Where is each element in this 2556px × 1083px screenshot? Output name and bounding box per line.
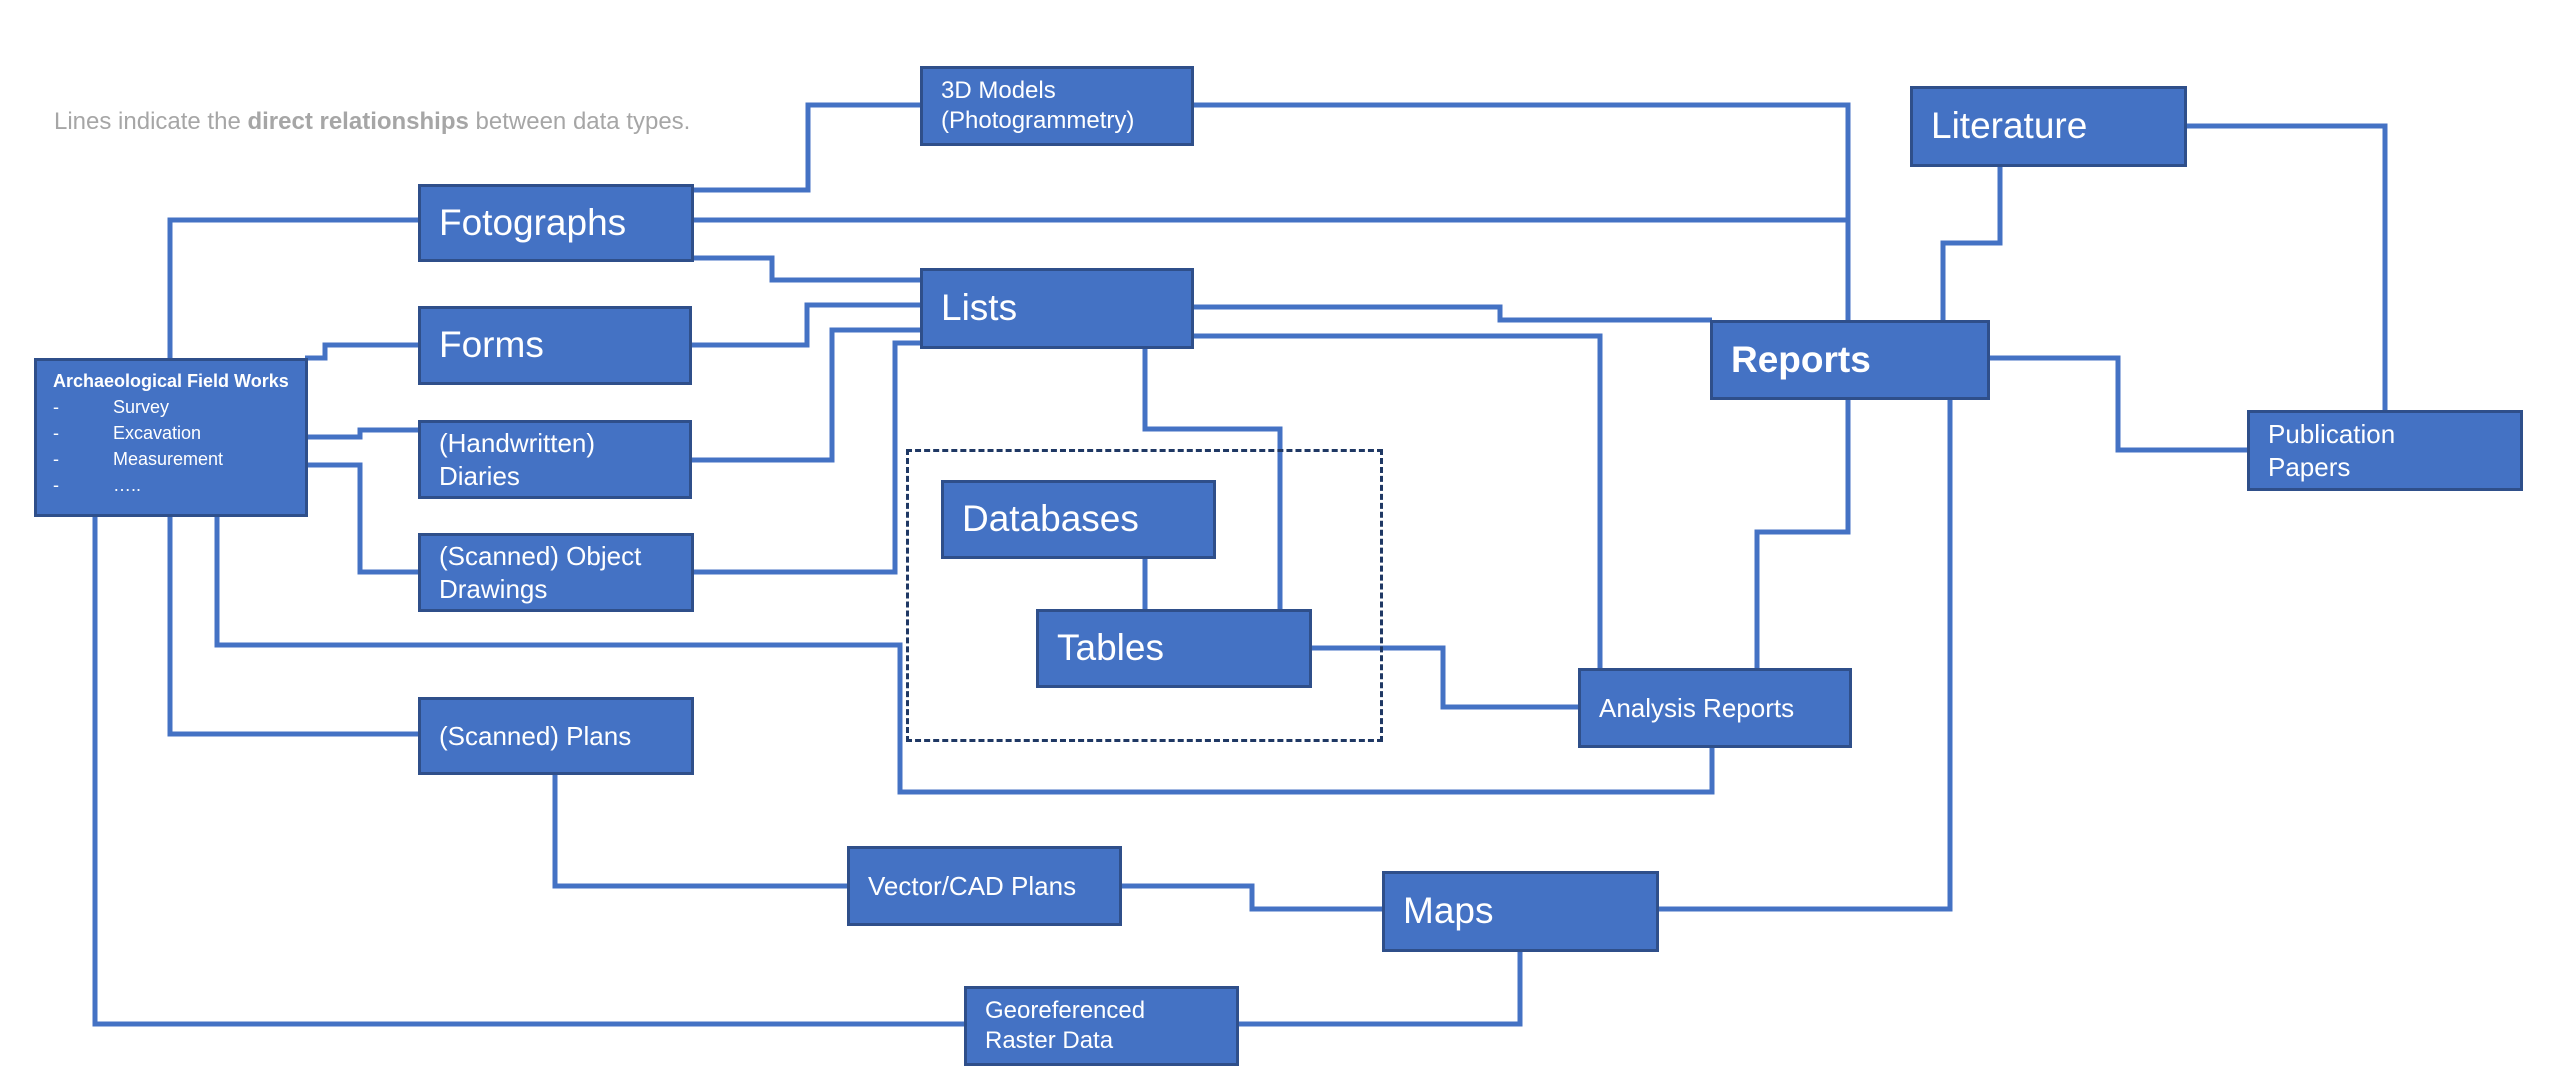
link-fieldworks-fotographs [167, 217, 420, 358]
analysis-reports-label: Analysis Reports [1599, 692, 1795, 723]
link-lists-analysis [1192, 333, 1603, 670]
legend-note: Lines indicate the direct relationships … [54, 108, 690, 136]
node-tables[interactable]: Tables [1036, 609, 1312, 688]
link-literature-reports [1940, 165, 2003, 322]
databases-label: Databases [962, 498, 1139, 540]
note-bold: direct relationships [247, 108, 469, 135]
node-literature[interactable]: Literature [1910, 86, 2187, 167]
link-3dmodels-reports [1192, 102, 1851, 322]
node-reports[interactable]: Reports [1710, 320, 1990, 400]
georeferenced-label: Georeferenced Raster Data [985, 997, 1146, 1054]
node-lists[interactable]: Lists [920, 268, 1194, 349]
link-maps-georeferenced [1237, 950, 1523, 1027]
link-fieldworks-diaries [305, 427, 420, 440]
diaries-label: (Handwritten) Diaries [439, 428, 596, 491]
node-3d-models[interactable]: 3D Models (Photogrammetry) [920, 66, 1194, 146]
database-group-frame [906, 449, 1383, 742]
link-fieldworks-forms [305, 342, 420, 361]
link-lists-tables [1142, 347, 1283, 611]
link-reports-publication [1988, 355, 2249, 453]
field-works-item: ….. [113, 475, 142, 496]
field-works-item: Excavation [113, 423, 202, 444]
node-object-drawings[interactable]: (Scanned) Object Drawings [418, 533, 694, 612]
node-publication[interactable]: Publication Papers [2247, 410, 2523, 491]
link-fieldworks-scannedplans [167, 515, 420, 737]
field-works-title: Archaeological Field Works [53, 371, 289, 391]
fotographs-label: Fotographs [439, 201, 627, 243]
literature-label: Literature [1931, 105, 2088, 147]
link-analysis-reports [1754, 398, 1851, 670]
link-fieldworks-objectdrawings [305, 462, 420, 575]
vector-cad-label: Vector/CAD Plans [868, 870, 1077, 901]
object-drawings-label: (Scanned) Object Drawings [439, 541, 642, 604]
node-maps[interactable]: Maps [1382, 871, 1659, 952]
publication-label: Publication Papers [2268, 419, 2396, 482]
3d-models-label: 3D Models (Photogrammetry) [941, 77, 1135, 134]
link-fieldworks-analysis [214, 515, 1715, 795]
note-prefix: Lines indicate the [54, 108, 241, 135]
node-vector-cad[interactable]: Vector/CAD Plans [847, 846, 1122, 926]
link-scannedplans-vectorcad [552, 773, 850, 889]
note-suffix: between data types. [475, 108, 691, 135]
link-maps-reports [1657, 398, 1953, 912]
link-literature-publication [2185, 123, 2388, 412]
link-lists-reports [1192, 304, 1712, 323]
node-georeferenced[interactable]: Georeferenced Raster Data [964, 986, 1239, 1066]
link-vectorcad-maps [1120, 883, 1384, 912]
node-field-works[interactable]: Archaeological Field Works -Survey -Exca… [34, 358, 308, 517]
link-fotographs-lists [692, 255, 922, 283]
lists-label: Lists [941, 287, 1018, 329]
node-databases[interactable]: Databases [941, 480, 1216, 559]
link-diaries-lists [690, 327, 922, 463]
node-analysis-reports[interactable]: Analysis Reports [1578, 668, 1852, 748]
tables-label: Tables [1057, 627, 1164, 669]
scanned-plans-label: (Scanned) Plans [439, 720, 632, 751]
node-fotographs[interactable]: Fotographs [418, 184, 694, 262]
node-forms[interactable]: Forms [418, 306, 692, 385]
node-scanned-plans[interactable]: (Scanned) Plans [418, 697, 694, 775]
forms-label: Forms [439, 324, 544, 366]
link-fieldworks-georeferenced [92, 515, 966, 1027]
link-objectdrawings-lists [692, 340, 922, 575]
link-tables-analysis [1310, 645, 1580, 710]
maps-label: Maps [1403, 890, 1494, 932]
reports-label: Reports [1731, 338, 1871, 380]
field-works-item: Measurement [113, 449, 224, 470]
link-fotographs-3dmodels [692, 102, 922, 193]
field-works-item: Survey [113, 397, 170, 418]
node-diaries[interactable]: (Handwritten) Diaries [418, 420, 692, 499]
link-forms-lists [690, 302, 922, 348]
